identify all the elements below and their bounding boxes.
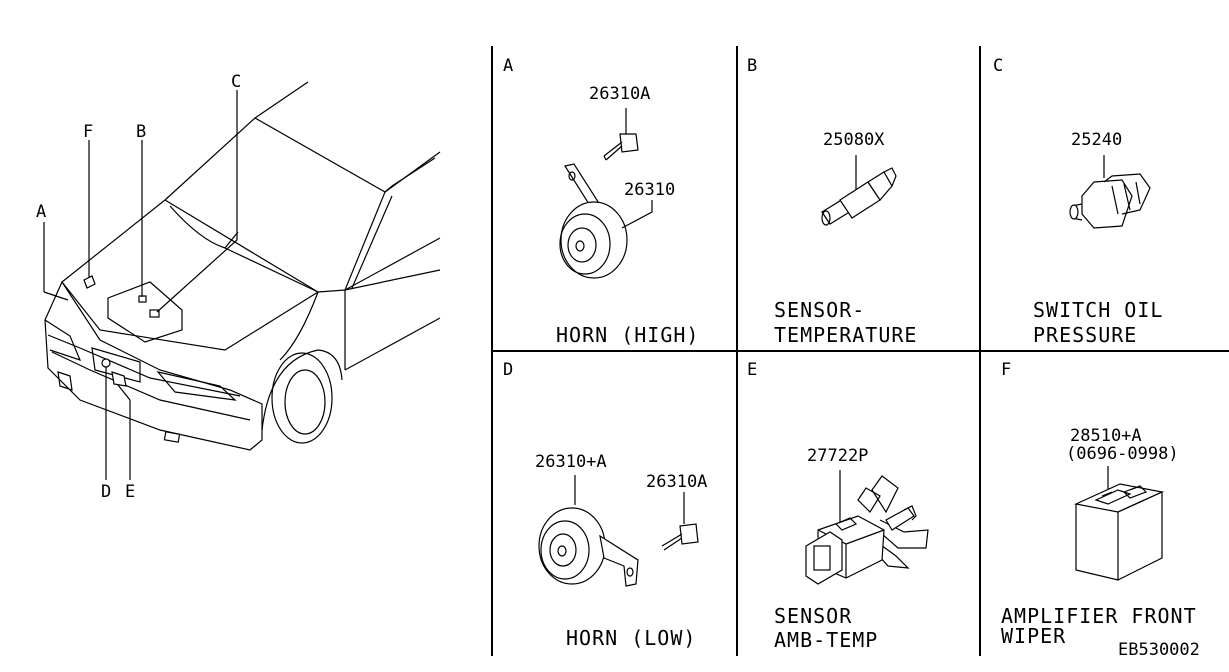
diagram-code: EB530002 <box>1118 640 1200 660</box>
panel-c-letter: C <box>993 56 1004 76</box>
panel-a-letter: A <box>503 56 514 76</box>
car-front-illustration <box>43 81 441 480</box>
panel-e-caption-line-1: SENSOR <box>774 604 853 628</box>
wiper-amplifier-illustration <box>1074 466 1164 581</box>
panel-f-date-range: (0696-0998) <box>1066 444 1179 464</box>
panel-c-caption-line-1: SWITCH OIL <box>1033 298 1164 322</box>
panel-f-caption-line-1: AMPLIFIER FRONT <box>1001 604 1197 628</box>
panel-d-part-number-1: 26310+A <box>535 452 607 472</box>
horn-low-illustration <box>538 475 699 587</box>
panel-c-part-number: 25240 <box>1071 130 1123 150</box>
panel-e-part-number: 27722P <box>807 446 869 466</box>
panel-b-caption-line-1: SENSOR- <box>774 298 866 322</box>
temperature-sensor-illustration <box>821 155 897 226</box>
panel-d-letter: D <box>503 360 514 380</box>
car-callout-c: C <box>231 72 242 92</box>
panel-d-caption: HORN (LOW) <box>566 626 697 650</box>
panel-b-letter: B <box>747 56 758 76</box>
panel-b-part-number: 25080X <box>823 130 885 150</box>
horn-high-illustration <box>559 108 653 279</box>
panel-grid <box>491 46 1229 656</box>
panel-e-caption-line-2: AMB-TEMP <box>774 628 879 652</box>
panel-d-part-number-2: 26310A <box>646 472 708 492</box>
panel-f-part-number: 28510+A <box>1070 426 1142 446</box>
oil-pressure-switch-illustration <box>1069 155 1151 229</box>
panel-a-caption: HORN (HIGH) <box>556 323 700 347</box>
car-callout-f: F <box>83 122 94 142</box>
car-callout-a: A <box>36 202 47 222</box>
ambient-sensor-illustration <box>805 470 929 585</box>
car-callout-d: D <box>101 482 112 502</box>
panel-a-part-number-1: 26310A <box>589 84 651 104</box>
panel-f-caption-line-2: WIPER <box>1001 624 1067 648</box>
panel-b-caption-line-2: TEMPERATURE <box>774 323 918 347</box>
panel-f-letter: F <box>1001 360 1012 380</box>
panel-a-part-number-2: 26310 <box>624 180 676 200</box>
panel-c-caption-line-2: PRESSURE <box>1033 323 1138 347</box>
car-callout-b: B <box>136 122 147 142</box>
panel-e-letter: E <box>747 360 758 380</box>
car-callout-e: E <box>125 482 136 502</box>
